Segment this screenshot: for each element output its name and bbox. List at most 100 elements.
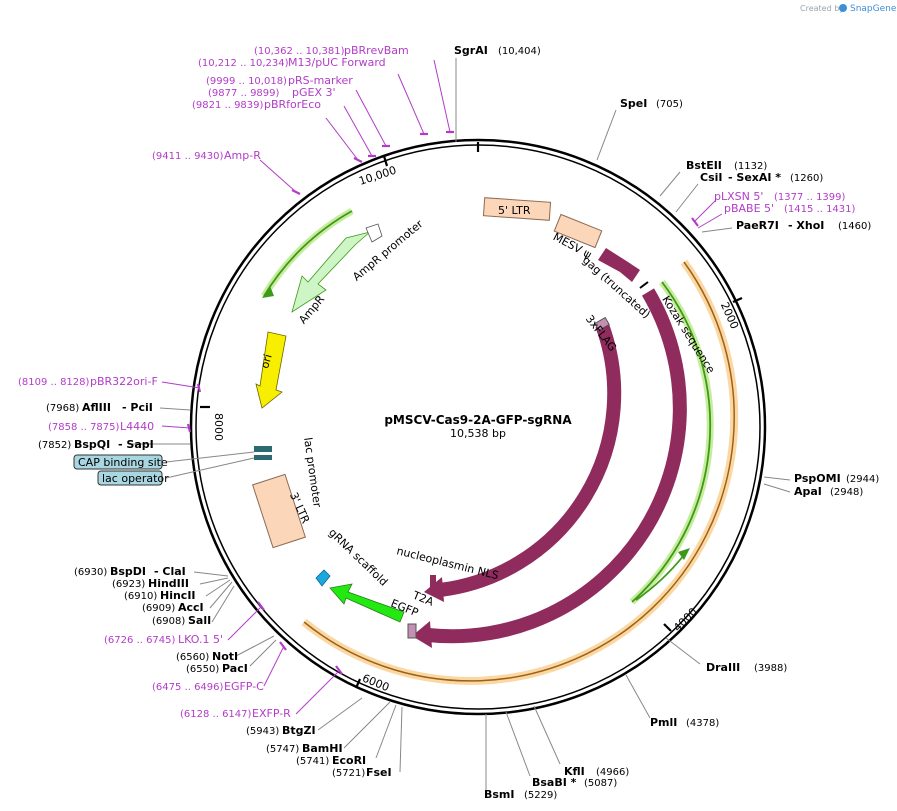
site-name-hindiii: HindIII [148,577,189,590]
cap-binding-site-box [73,454,163,470]
site-name-sali: SalI [188,614,211,627]
flag-label: 3xFLAG [583,313,619,354]
gag-arrow [598,248,640,282]
primer-pos-pgex: (9877 .. 9899) [208,88,280,99]
cap-binding-site-label: CAP binding site [78,456,168,469]
site-pos-hincii: (6910) [124,591,157,602]
primer-name-l4440: L4440 [120,420,154,433]
site-name2-xhoi: - XhoI [788,219,824,232]
lac-operator-box [254,446,272,452]
site-name-sgrai: SgrAI [454,44,488,57]
site-pos-acci: (6909) [142,603,175,614]
site-name2-sapi: - SapI [118,438,154,451]
tick-label-4000: 4000 [671,605,700,634]
site-pos-spei: (705) [656,99,683,110]
site-pos-hindiii: (6923) [112,579,145,590]
ori-label: ori [258,353,274,370]
site-name-bsabi: BsaBI * [532,776,577,789]
credit-brand: SnapGene [850,4,897,14]
ampr-promoter-arrow [365,223,383,243]
site-name2-pcii: - PciI [122,401,153,414]
ltr5-label: 5' LTR [498,204,531,217]
primer-pos-egfpc: (6475 .. 6496) [152,682,224,693]
site-name2-sexai: - SexAI * [728,171,781,184]
primer-name-exfpr: EXFP-R [252,707,291,720]
site-name-pmli: PmlI [650,716,677,729]
site-name-fsei: FseI [366,766,392,779]
primer-leader-lines [161,59,723,715]
site-pos-bsteii: (1132) [734,161,767,172]
site-pos-kfli: (4966) [596,767,629,778]
site-pos-paer7i: (1460) [838,221,871,232]
primer-pos-pbabe: (1415 .. 1431) [784,204,856,215]
cap-site-box [254,455,272,460]
site-pos-bsabi: (5087) [584,778,617,789]
site-leader-lines [130,58,791,790]
nls-label: nucleoplasmin NLS [395,544,500,582]
site-name-btgzi: BtgZI [282,724,316,737]
tick-label-10000: 10,000 [357,164,398,188]
primer-pos-plxsn: (1377 .. 1399) [774,192,846,203]
site-name-bamhi: BamHI [302,742,343,755]
primer-pos-lko: (6726 .. 6745) [104,635,176,646]
site-name-paer7i: PaeR7I [736,219,779,232]
credit-text: Created by [800,4,844,13]
site-name-ecori: EcoRI [332,754,366,767]
site-pos-csii: (1260) [790,173,823,184]
plasmid-size: 10,538 bp [450,427,506,440]
green-feature-left-line [263,210,353,297]
lac-operator-label-box [97,470,163,486]
primer-pos-pbrforeco: (9821 .. 9839) [192,100,264,111]
site-pos-aflIII: (7968) [46,403,79,414]
primer-marks [186,130,699,675]
lac-operator-label: lac operator [102,472,169,485]
site-name2-clai: - ClaI [154,565,186,578]
primer-pos-ampr: (9411 .. 9430) [152,151,224,162]
ori-arrow [255,331,287,409]
ampr-arrow [291,231,371,313]
primer-name-pbr322ori: pBR322ori-F [90,375,158,388]
cas9-outer-arc [427,288,687,644]
site-pos-fsei: (5721) [332,768,365,779]
site-name-draiii: DraIII [706,661,740,674]
green-feature-right-inner [635,554,685,601]
primer-name-pgex: pGEX 3' [292,86,336,99]
green-feature-right-line [631,281,712,603]
lac-promoter-label: lac promoter [301,437,324,509]
grna-arrow [315,569,331,587]
green-arrowhead-right [678,548,690,560]
primer-pos-exfpr: (6128 .. 6147) [180,709,252,720]
mesv-box [553,213,603,249]
site-name-hincii: HincII [160,589,196,602]
primer-name-ampr: Amp-R [224,149,261,162]
nls-box [430,575,436,589]
site-pos-ecori: (5741) [296,756,329,767]
site-pos-sgrai: (10,404) [498,46,541,57]
site-pos-paci: (6550) [186,664,219,675]
plasmid-name: pMSCV-Cas9-2A-GFP-sgRNA [384,413,572,427]
primer-name-egfpc: EGFP-C [224,680,264,693]
primer-name-plxsn: pLXSN 5' [714,190,763,203]
site-pos-bsmi: (5229) [524,790,557,801]
site-name-apai: ApaI [794,485,822,498]
primer-name-pbrforeco: pBRforEco [264,98,321,111]
site-name-aflIII: AflIII [82,401,111,414]
site-pos-pmli: (4378) [686,718,719,729]
site-name-bspqi: BspQI [74,438,110,451]
site-name-pspomi: PspOMI [794,472,841,485]
site-name-acci: AccI [178,601,204,614]
site-pos-bspdi: (6930) [74,567,107,578]
site-name-bsmi: BsmI [484,788,515,801]
site-name-kfli: KflI [564,765,585,778]
primer-pos-m13: (10,212 .. 10,234) [198,58,289,69]
primer-pos-pbr322ori: (8109 .. 8128) [18,377,90,388]
primer-name-m13: M13/pUC Forward [288,56,386,69]
primer-pos-prs: (9999 .. 10,018) [206,76,287,87]
site-name-noti: NotI [212,650,238,663]
site-pos-draiii: (3988) [754,663,787,674]
egfp-arrow [329,583,405,623]
site-name-bsteii: BstEII [686,159,722,172]
primer-name-prs: pRS-marker [288,74,353,87]
t2a-box [407,623,417,639]
